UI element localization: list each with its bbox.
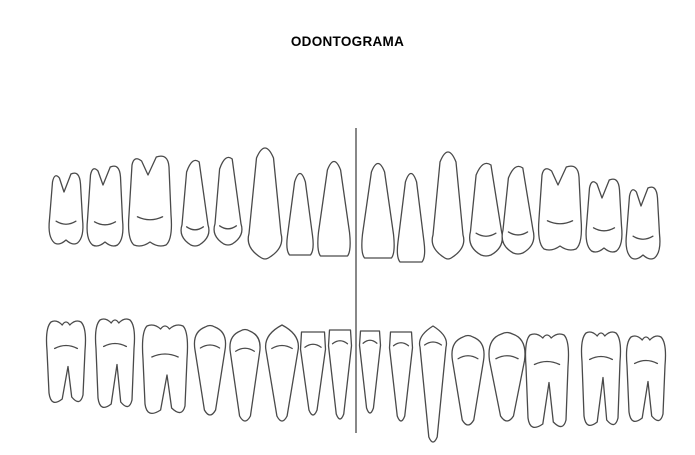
lower-tooth-3[interactable] (143, 325, 188, 413)
upper-tooth-3-outline (129, 156, 172, 246)
lower-tooth-8-outline (329, 330, 352, 419)
upper-tooth-15[interactable] (586, 179, 622, 252)
upper-tooth-1[interactable] (49, 173, 83, 244)
lower-tooth-7[interactable] (301, 332, 326, 415)
upper-tooth-7-outline (287, 174, 313, 256)
lower-tooth-6-outline (266, 325, 299, 421)
upper-tooth-16[interactable] (626, 187, 660, 259)
upper-tooth-5-outline (214, 157, 242, 245)
upper-tooth-2-outline (87, 166, 123, 246)
lower-tooth-1[interactable] (47, 321, 86, 402)
lower-tooth-8[interactable] (329, 330, 352, 419)
upper-tooth-3[interactable] (129, 156, 172, 246)
upper-tooth-11[interactable] (432, 152, 464, 259)
upper-tooth-10-outline (397, 174, 424, 263)
lower-tooth-12-outline (452, 336, 484, 426)
upper-tooth-15-outline (586, 179, 622, 252)
lower-tooth-10[interactable] (390, 332, 413, 421)
lower-tooth-12[interactable] (452, 336, 484, 426)
upper-tooth-12[interactable] (470, 163, 503, 256)
upper-tooth-14[interactable] (539, 166, 582, 250)
lower-tooth-10-outline (390, 332, 413, 421)
upper-tooth-8[interactable] (318, 162, 350, 257)
lower-tooth-15[interactable] (582, 332, 621, 425)
lower-tooth-14[interactable] (526, 334, 569, 427)
lower-tooth-2-outline (96, 319, 135, 407)
lower-tooth-13-outline (489, 333, 525, 422)
lower-tooth-9[interactable] (360, 331, 381, 413)
upper-tooth-4[interactable] (181, 160, 209, 246)
upper-tooth-1-outline (49, 173, 83, 244)
lower-tooth-11[interactable] (420, 326, 447, 442)
upper-tooth-10[interactable] (397, 174, 424, 263)
lower-tooth-14-outline (526, 334, 569, 427)
lower-tooth-4[interactable] (194, 326, 225, 416)
upper-arch (49, 148, 660, 262)
lower-tooth-16-outline (627, 336, 666, 421)
upper-tooth-4-outline (181, 160, 209, 246)
upper-tooth-7[interactable] (287, 174, 313, 256)
upper-tooth-8-outline (318, 162, 350, 257)
lower-tooth-3-outline (143, 325, 188, 413)
upper-tooth-13-outline (502, 166, 534, 254)
lower-tooth-5-outline (230, 330, 260, 422)
lower-tooth-13[interactable] (489, 333, 525, 422)
lower-tooth-15-outline (582, 332, 621, 425)
upper-tooth-9[interactable] (362, 164, 394, 259)
lower-tooth-5[interactable] (230, 330, 260, 422)
upper-tooth-11-outline (432, 152, 464, 259)
upper-tooth-16-outline (626, 187, 660, 259)
upper-tooth-14-outline (539, 166, 582, 250)
upper-tooth-9-outline (362, 164, 394, 259)
upper-tooth-12-outline (470, 163, 503, 256)
upper-tooth-6[interactable] (248, 148, 282, 259)
lower-tooth-4-outline (194, 326, 225, 416)
upper-tooth-2[interactable] (87, 166, 123, 246)
upper-tooth-5[interactable] (214, 157, 242, 245)
lower-tooth-11-outline (420, 326, 447, 442)
upper-tooth-13[interactable] (502, 166, 534, 254)
lower-tooth-6[interactable] (266, 325, 299, 421)
lower-tooth-1-outline (47, 321, 86, 402)
lower-tooth-2[interactable] (96, 319, 135, 407)
lower-tooth-16[interactable] (627, 336, 666, 421)
upper-tooth-6-outline (248, 148, 282, 259)
